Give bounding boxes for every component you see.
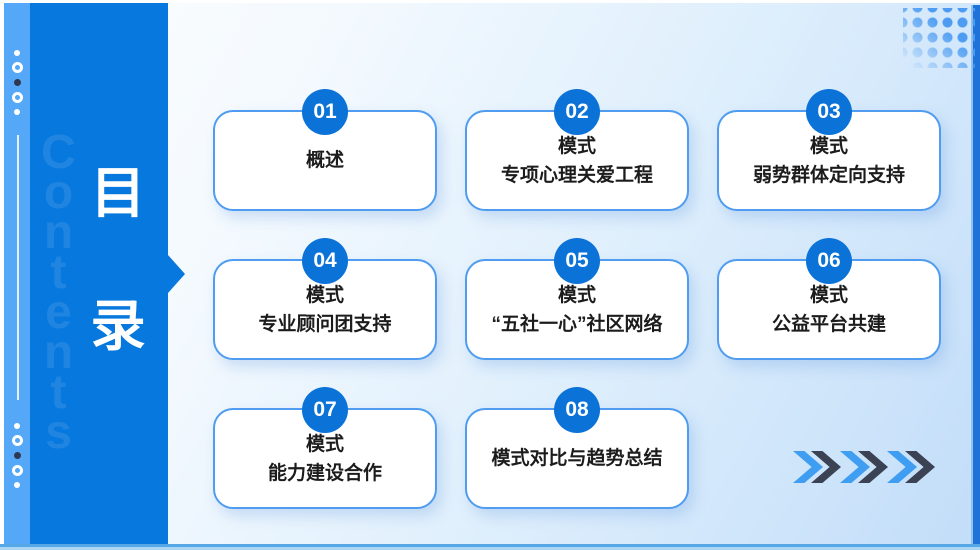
chevron-arrows-decoration [793, 451, 935, 483]
dot-column-bottom-icon [4, 423, 30, 488]
number-badge: 05 [554, 238, 600, 284]
chevron-pair [840, 451, 888, 483]
chevron-pair [793, 451, 841, 483]
dot-icon [14, 50, 20, 56]
toc-card-03[interactable]: 03 模式 弱势群体定向支持 [717, 89, 941, 211]
dark-dot-icon [13, 79, 21, 86]
number-badge: 07 [302, 387, 348, 433]
bottom-edge-strip [0, 544, 980, 550]
ring-dot-icon [11, 62, 23, 73]
dot-grid-decoration-icon [903, 8, 975, 68]
toc-card-01[interactable]: 01 概述 [213, 89, 437, 211]
page-title: 目 录 [86, 166, 150, 354]
card-title: 模式 [305, 433, 344, 455]
ring-dot-icon [11, 465, 23, 476]
toc-card-02[interactable]: 02 模式 专项心理关爱工程 [465, 89, 689, 211]
dot-icon [14, 109, 20, 115]
card-title: 模式 [809, 135, 848, 157]
toc-card-grid: 01 概述 02 模式 专项心理关爱工程 03 模式 弱势群体定向支持 04 模… [213, 89, 941, 509]
card-title: 模式对比与趋势总结 [491, 448, 663, 469]
right-edge-strip [971, 5, 980, 550]
sidebar-panel [30, 3, 168, 544]
toc-card-04[interactable]: 04 模式 专业顾问团支持 [213, 238, 437, 360]
card-title: 模式 [557, 284, 596, 306]
title-char-2: 录 [90, 295, 146, 357]
chevron-pair [887, 451, 935, 483]
title-char-1: 目 [90, 162, 146, 224]
number-badge: 02 [554, 89, 600, 135]
contents-watermark: Contents [32, 126, 85, 446]
toc-card-08[interactable]: 08 模式对比与趋势总结 [465, 387, 689, 509]
number-badge: 08 [554, 387, 600, 433]
toc-card-06[interactable]: 06 模式 公益平台共建 [717, 238, 941, 360]
card-subtitle: 专业顾问团支持 [258, 313, 392, 335]
card-title: 模式 [557, 135, 596, 157]
number-badge: 04 [302, 238, 348, 284]
card-title: 模式 [809, 284, 848, 306]
card-subtitle: 专项心理关爱工程 [500, 164, 653, 186]
number-badge: 01 [302, 89, 348, 135]
number-badge: 06 [806, 238, 852, 284]
card-subtitle: “五社一心”社区网络 [491, 313, 663, 335]
card-title: 概述 [305, 150, 344, 171]
toc-card-05[interactable]: 05 模式 “五社一心”社区网络 [465, 238, 689, 360]
card-subtitle: 能力建设合作 [267, 462, 382, 484]
dot-column-top-icon [4, 50, 30, 115]
card-subtitle: 公益平台共建 [771, 313, 886, 335]
vertical-divider-line [17, 135, 19, 400]
card-subtitle: 弱势群体定向支持 [752, 164, 905, 186]
ring-dot-icon [11, 92, 23, 103]
number-badge: 03 [806, 89, 852, 135]
toc-card-07[interactable]: 07 模式 能力建设合作 [213, 387, 437, 509]
dark-dot-icon [13, 452, 21, 459]
dot-icon [14, 423, 20, 429]
ring-dot-icon [11, 435, 23, 446]
arrow-right-icon [168, 255, 185, 293]
card-title: 模式 [305, 284, 344, 306]
dot-icon [14, 482, 20, 488]
